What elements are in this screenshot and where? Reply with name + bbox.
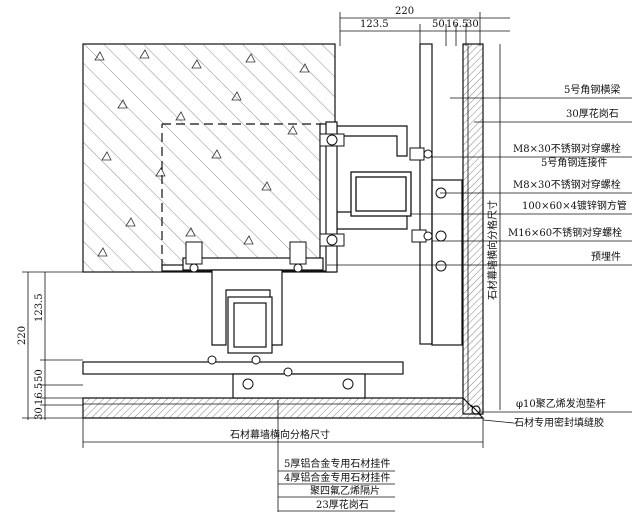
callout-granite-30: 30厚花岗石 [566,107,619,120]
vertical-split-label: 石材幕墙横向分格尺寸 [486,200,499,300]
callout-foam-rod: φ10聚乙烯发泡垫杆 [516,397,606,410]
horizontal-split-dimension: 石材幕墙横向分格尺寸 [82,418,484,448]
callout-hanger-5mm: 5厚铝合金专用石材挂件 [284,457,390,470]
dim-top-c: 16.5 [446,19,468,30]
corner-sealant [470,404,482,416]
callout-m8-bolt-1: M8×30不锈钢对穿螺栓 [513,142,621,155]
bolts-right [319,133,447,272]
aggregate-marks [94,49,310,257]
dim-top-total: 220 [395,6,414,17]
dim-left-d: 30 [34,407,45,420]
dim-left-b: 50 [34,369,45,382]
callout-sealant: 石材专用密封填缝胶 [514,416,604,429]
bottom-granite-panel [82,397,485,419]
square-steel-tube [350,171,412,217]
callout-ptfe-spacer: 聚四氟乙烯隔片 [310,484,380,497]
callout-angle-beam: 5号角钢横梁 [564,83,620,96]
callout-m16-bolt: M16×60不锈钢对穿螺栓 [508,226,622,239]
callout-connector: 5号角钢连接件 [541,156,607,169]
bottom-connector [182,257,324,354]
callout-hanger-4mm: 4厚铝合金专用石材挂件 [284,471,390,484]
dim-left-c: 16.5 [34,383,45,405]
right-granite-panel [462,43,484,415]
dim-top-d: 30 [466,19,479,30]
horizontal-split-label: 石材幕墙横向分格尺寸 [230,428,330,441]
callout-steel-tube: 100×60×4镀锌钢方管 [522,199,627,212]
bottom-angle-beam [82,361,404,399]
dim-top-b: 50 [432,19,445,30]
callout-m8-bolt-2: M8×30不锈钢对穿螺栓 [513,178,621,191]
dim-top-a: 123.5 [360,19,389,30]
callout-granite-23: 23厚花岗石 [316,498,369,511]
concrete-column [82,43,336,273]
vertical-split-dimension: 石材幕墙横向分格尺寸 [486,44,501,410]
bottom-callouts: 5厚铝合金专用石材挂件 4厚铝合金专用石材挂件 聚四氟乙烯隔片 23厚花岗石 [277,400,395,512]
top-dimension: 220 123.5 50 16.5 30 [339,6,510,46]
corner-callouts: φ10聚乙烯发泡垫杆 石材专用密封填缝胶 [480,397,632,429]
right-callouts: 5号角钢横梁 30厚花岗石 M8×30不锈钢对穿螺栓 5号角钢连接件 M8×30… [327,83,632,266]
angle-steel-beam [419,43,463,346]
left-dimension: 220 123.5 50 16.5 30 [17,271,83,420]
callout-embedded-part: 预埋件 [591,251,621,263]
bolts-bottom [185,241,354,390]
dim-left-a: 123.5 [34,293,45,322]
dim-left-total: 220 [17,326,28,345]
